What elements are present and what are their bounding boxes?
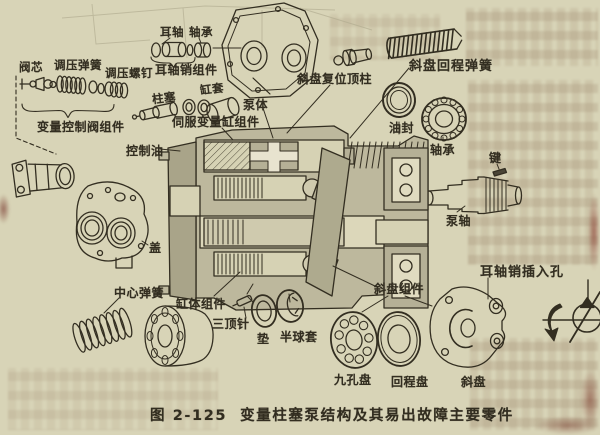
oil-seal-drawing [381, 82, 417, 118]
label-control-oil: 控制油 [126, 144, 164, 158]
bleedthrough-text-area [466, 8, 598, 66]
variability-arrow-icon [544, 303, 563, 342]
valve-core-drawing [19, 76, 57, 92]
figure-caption: 图 2-125 变量柱塞泵结构及其易出故障主要零件 [150, 404, 514, 425]
ink-smudge [580, 370, 600, 428]
seal-rings-drawing [182, 98, 211, 116]
label-return-plate: 回程盘 [391, 375, 429, 389]
nine-hole-plate-drawing [329, 311, 379, 369]
bearing-drawing [421, 96, 467, 142]
label-bearing-right: 轴承 [430, 143, 456, 157]
label-valve-core: 阀芯 [19, 60, 43, 74]
bearing-block-section [375, 147, 429, 309]
ink-smudge [536, 416, 600, 435]
label-swashplate-assembly: 斜盘组件 [374, 282, 425, 296]
label-washer: 垫 [257, 332, 270, 346]
shaft-end-block [169, 185, 201, 217]
label-swashplate: 斜盘 [461, 375, 487, 389]
pump-body-drawing [221, 2, 319, 99]
pressure-screw-drawing [97, 81, 129, 99]
figure-title: 变量柱塞泵结构及其易出故障主要零件 [240, 408, 514, 424]
label-bearing-top: 轴承 [189, 25, 213, 39]
trunnion-pin-set-drawing [150, 37, 242, 69]
bleedthrough-text-area [468, 80, 598, 265]
label-nine-hole-plate: 九孔盘 [334, 373, 372, 387]
label-hemisphere-sleeve: 半球套 [280, 330, 318, 344]
label-trunnion-pin-assembly: 耳轴销组件 [155, 63, 218, 77]
ink-smudge [0, 194, 10, 224]
reset-rod-drawing [333, 48, 373, 67]
ink-smudge [588, 193, 600, 271]
label-pump-body: 泵体 [243, 98, 269, 112]
label-center-spring: 中心弹簧 [114, 286, 165, 300]
label-reset-rod: 斜盘复位顶柱 [297, 72, 373, 86]
key-drawing [492, 167, 508, 177]
pump-cross-section-drawing [158, 125, 429, 311]
return-plate-drawing [377, 311, 421, 367]
swashplate-drawing [429, 286, 507, 368]
piston-drawing [131, 101, 178, 121]
figure-number: 图 2-125 [150, 408, 228, 424]
label-trunnion: 耳轴 [160, 25, 184, 39]
label-return-spring: 斜盘回程弹簧 [409, 59, 494, 74]
three-pins-drawing [232, 283, 254, 307]
end-cover-section [167, 141, 197, 301]
bleedthrough-text-area [470, 338, 598, 430]
cylinder-sleeve-drawing [206, 96, 240, 123]
label-pressure-spring: 调压弹簧 [54, 58, 102, 72]
label-pump-shaft: 泵轴 [446, 214, 472, 228]
label-pressure-screw: 调压螺钉 [105, 66, 153, 80]
cylinder-block-drawing [144, 305, 214, 367]
center-spring-drawing [72, 307, 133, 353]
cover-drawing [75, 181, 149, 269]
drive-shaft-section [199, 215, 385, 249]
label-three-pins: 三顶针 [212, 317, 250, 331]
dashed-leader-lines [15, 75, 57, 155]
hemisphere-sleeve-drawing [275, 289, 305, 323]
label-piston: 柱塞 [151, 89, 177, 107]
label-cylinder-sleeve: 缸套 [199, 80, 225, 98]
swashplate-section [305, 147, 351, 297]
control-valve-brace [21, 103, 115, 119]
pressure-spring-drawing [56, 75, 98, 95]
bleedthrough-lines [61, 3, 373, 59]
leader-lines [103, 67, 500, 319]
washer-drawing [250, 294, 278, 328]
label-servo-cylinder-assembly: 伺服变量缸组件 [172, 115, 260, 129]
control-valve-assembly-drawing [11, 159, 75, 198]
label-cylinder-block-assembly: 缸体组件 [176, 297, 227, 311]
label-oil-seal: 油封 [389, 121, 415, 135]
return-spring-drawing [386, 28, 463, 60]
variable-pump-symbol [542, 279, 600, 343]
label-trunnion-pin-hole: 耳轴销插入孔 [480, 265, 565, 280]
bleedthrough-text-area [8, 368, 218, 430]
label-control-valve-assembly: 变量控制阀组件 [37, 120, 125, 134]
label-key: 键 [489, 151, 502, 165]
label-cover: 盖 [149, 241, 162, 255]
